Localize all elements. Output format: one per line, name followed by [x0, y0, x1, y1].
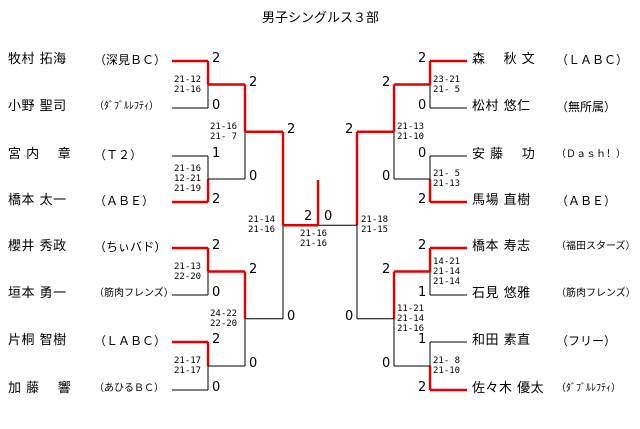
wins-count: 0 [212, 98, 221, 113]
player-name-left: 小野 聖司 [8, 99, 67, 114]
player-name-left: 宮 内 章 [8, 147, 72, 162]
game-scores: 21-13 22-20 [174, 261, 202, 282]
wins-count: 1 [212, 146, 221, 161]
wins-count: 2 [418, 192, 427, 207]
player-affiliation-right: （Ｄａｓｈ！） [556, 149, 626, 160]
game-scores: 21- 8 21-10 [433, 356, 461, 376]
game-scores: 21-18 21-15 [361, 215, 389, 236]
player-affiliation-left: （ＡＢＥ） [94, 194, 155, 208]
player-affiliation-right: （ＬＡＢＣ） [556, 53, 629, 67]
player-name-right: 石見 悠雅 [472, 286, 531, 301]
player-affiliation-right: （福田スターズ） [556, 241, 636, 252]
player-name-right: 佐々木 優太 [472, 381, 545, 396]
page-title: 男子シングルス３部 [262, 11, 380, 26]
player-affiliation-left: （筋肉フレンズ） [94, 288, 174, 299]
player-affiliation-left: （あひるＢＣ） [94, 383, 164, 394]
wins-count: 2 [418, 51, 427, 66]
player-affiliation-left: （深見ＢＣ） [94, 53, 167, 67]
player-affiliation-right: （筋肉フレンズ） [556, 288, 636, 299]
wins-count: 2 [382, 74, 391, 90]
game-scores: 21-12 21-16 [174, 74, 202, 95]
player-name-right: 橋本 寿志 [472, 239, 531, 254]
wins-count: 1 [418, 332, 427, 347]
player-affiliation-right: （ＡＢＥ） [556, 194, 617, 208]
player-name-right: 安 藤 功 [472, 147, 536, 162]
player-affiliation-left: （Ｔ２） [94, 148, 143, 162]
wins-count: 2 [345, 121, 354, 137]
wins-count: 0 [382, 169, 391, 184]
game-scores: 11-21 21-14 21-16 [397, 303, 425, 334]
wins-count: 0 [418, 146, 427, 161]
game-scores: 24-22 22-20 [210, 308, 238, 329]
wins-count: 0 [324, 209, 333, 225]
wins-count: 2 [212, 51, 221, 66]
game-scores: 14-21 21-14 21-14 [433, 256, 461, 287]
wins-count: 2 [382, 261, 391, 277]
player-name-left: 橋本 太一 [8, 193, 67, 208]
player-name-right: 和田 素直 [472, 333, 531, 348]
wins-count: 0 [382, 356, 391, 371]
game-scores: 23-21 21- 5 [433, 74, 461, 95]
wins-count: 2 [287, 121, 296, 137]
player-affiliation-right: （ﾀﾞﾌﾞﾙﾚﾌﾃｨ） [556, 383, 621, 394]
wins-count: 2 [249, 74, 258, 90]
wins-count: 2 [304, 209, 313, 225]
game-scores: 21-14 21-16 [248, 215, 276, 236]
player-name-left: 加 藤 響 [8, 381, 72, 396]
wins-count: 2 [249, 261, 258, 277]
player-affiliation-left: （ちぃバド） [94, 240, 167, 254]
game-scores: 21-16 21- 7 [210, 121, 238, 142]
player-name-right: 森 秋 文 [472, 52, 536, 67]
player-name-right: 馬場 直樹 [472, 193, 531, 208]
player-affiliation-left: （ＬＡＢＣ） [94, 334, 167, 348]
player-affiliation-right: （無所属） [556, 100, 617, 114]
wins-count: 0 [249, 356, 258, 371]
game-scores: 21-13 21-10 [397, 121, 425, 142]
game-scores: 21-16 12-21 21-19 [174, 164, 202, 194]
player-name-left: 櫻井 秀政 [8, 239, 67, 254]
game-scores: 21-17 21-17 [174, 356, 202, 376]
wins-count: 1 [418, 285, 427, 300]
wins-count: 0 [249, 169, 258, 184]
player-name-left: 片桐 智樹 [8, 333, 67, 348]
wins-count: 2 [418, 238, 427, 253]
wins-count: 0 [345, 308, 354, 324]
player-affiliation-left: （ﾀﾞﾌﾞﾙﾚﾌﾃｨ） [94, 101, 159, 112]
player-affiliation-right: （フリー） [556, 334, 617, 348]
player-name-right: 松村 悠仁 [472, 99, 531, 114]
game-scores: 21-16 21-16 [300, 229, 328, 250]
wins-count: 0 [287, 308, 296, 324]
wins-count: 0 [418, 98, 427, 113]
wins-count: 0 [212, 285, 221, 300]
wins-count: 2 [418, 380, 427, 395]
wins-count: 0 [212, 380, 221, 395]
wins-count: 2 [212, 332, 221, 347]
game-scores: 21- 5 21-13 [433, 169, 461, 189]
player-name-left: 牧村 拓海 [8, 52, 67, 67]
wins-count: 2 [212, 238, 221, 253]
wins-count: 2 [212, 192, 221, 207]
player-name-left: 垣本 勇一 [8, 286, 67, 301]
